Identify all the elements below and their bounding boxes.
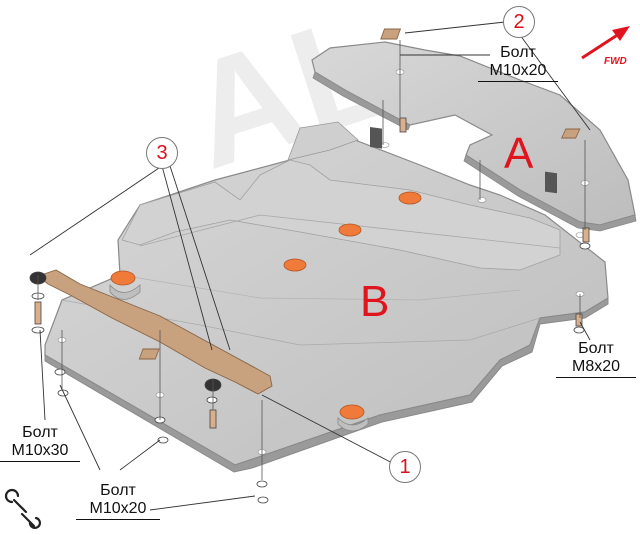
callout-2: 2: [503, 6, 535, 38]
brackets: [37, 28, 581, 395]
bolt-word: Болт: [22, 424, 58, 441]
callout-3: 3: [146, 137, 178, 169]
bolt-size: M10x20: [76, 500, 160, 520]
bolt-word: Болт: [578, 340, 614, 357]
bolt-size: M10x20: [478, 62, 558, 82]
plug: [398, 191, 422, 205]
part-a-label: A: [504, 129, 534, 178]
plate-tab: [380, 28, 402, 40]
bracket-left: [37, 269, 273, 395]
plug: [339, 404, 365, 420]
wrench-icon: [4, 488, 41, 529]
plate-b: [44, 121, 609, 473]
bolt-word: Болт: [100, 482, 136, 499]
plug: [110, 270, 136, 286]
plate-tab: [138, 348, 160, 360]
plug: [338, 223, 362, 237]
plate-a: [311, 41, 637, 232]
bolt-label-top-right: Болт M10x20: [478, 44, 558, 82]
leader-lines: [29, 21, 591, 511]
plate-tab: [560, 128, 581, 139]
bolts: [29, 117, 591, 504]
callout-1: 1: [389, 451, 421, 483]
bolt-label-right: Болт M8x20: [556, 340, 636, 378]
fwd-label: FWD: [604, 56, 627, 67]
part-b-label: B: [360, 277, 390, 326]
bolt-label-bottom: Болт M10x20: [76, 482, 160, 520]
fwd-arrow-icon: [581, 26, 630, 60]
bolt-size: M8x20: [556, 358, 636, 378]
bolt-size: M10x30: [0, 442, 80, 462]
assembly-lines: [37, 40, 586, 480]
drain-plugs: [110, 191, 422, 420]
plug: [283, 258, 307, 272]
bolt-word: Болт: [500, 44, 536, 61]
bolt-label-left: Болт M10x30: [0, 424, 80, 462]
